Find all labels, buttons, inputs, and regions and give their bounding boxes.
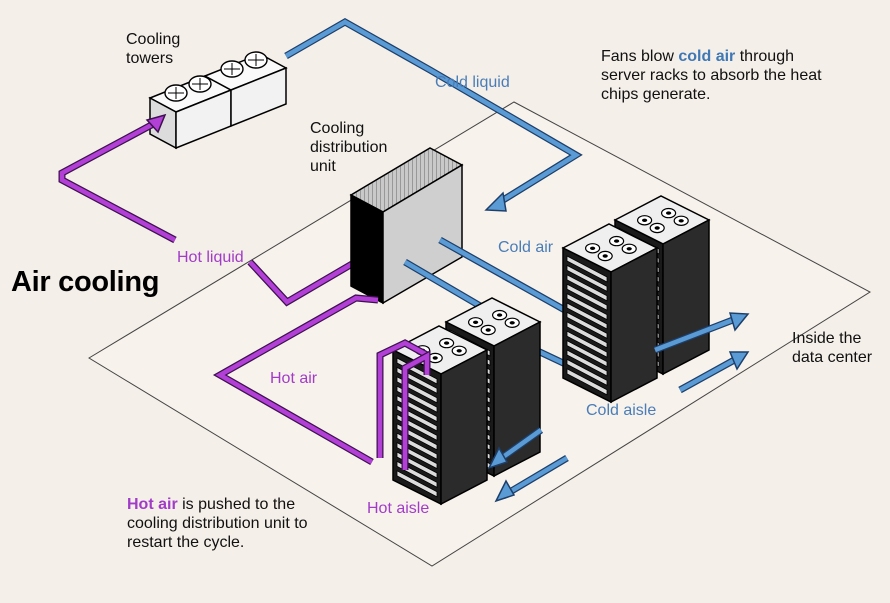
hot-aisle-label: Hot aisle: [367, 500, 430, 517]
hot-air-note-line1-end: is pushed to the: [177, 496, 296, 513]
hot-air-riser-pipes: [376, 339, 431, 470]
cold-aisle-arrows: [653, 312, 750, 394]
cdu-graphic: [349, 147, 464, 305]
hot-air-label: Hot air: [270, 370, 318, 387]
page-title: Air cooling: [11, 266, 160, 298]
hot-liquid-label: Hot liquid: [177, 249, 244, 266]
cold-liquid-label: Cold liquid: [435, 74, 510, 91]
cdu-label-line3: unit: [310, 158, 336, 175]
fans-note-line1-end: through: [735, 48, 794, 65]
server-rack: [561, 223, 659, 404]
cold-aisle-server-racks: [561, 195, 711, 404]
cooling-towers-label-line1: Cooling: [126, 31, 181, 48]
cooling-towers-label: Cooling towers: [126, 30, 180, 68]
hot-liquid-pipe: [58, 113, 354, 307]
hot-air-duct: [212, 294, 379, 466]
fans-note-line3: chips generate.: [601, 86, 711, 103]
hot-air-note-line3: restart the cycle.: [127, 534, 245, 551]
hot-aisle-arrows: [487, 427, 569, 503]
hot-air-note: Hot air is pushed to the cooling distrib…: [127, 495, 308, 552]
inside-label-line2: data center: [792, 349, 873, 366]
cooling-towers-graphic: [148, 51, 288, 150]
fans-note-line2: server racks to absorb the heat: [601, 67, 822, 84]
cold-air-label: Cold air: [498, 239, 554, 256]
cdu-label-line1: Cooling: [310, 120, 365, 137]
cold-liquid-pipe: [284, 17, 583, 212]
hot-air-note-line2: cooling distribution unit to: [127, 515, 308, 532]
fans-note: Fans blow cold air through server racks …: [601, 47, 822, 104]
hot-air-note-highlight: Hot air: [127, 496, 178, 513]
cdu-label: Cooling distribution unit: [310, 119, 387, 176]
inside-data-center-label: Inside the data center: [792, 329, 872, 367]
fans-note-pre: Fans blow: [601, 48, 679, 65]
cooling-towers-label-line2: towers: [126, 50, 174, 67]
cdu-label-line2: distribution: [310, 139, 388, 156]
cold-aisle-label: Cold aisle: [586, 402, 657, 419]
inside-label-line1: Inside the: [792, 330, 862, 347]
fans-note-highlight: cold air: [678, 48, 736, 65]
